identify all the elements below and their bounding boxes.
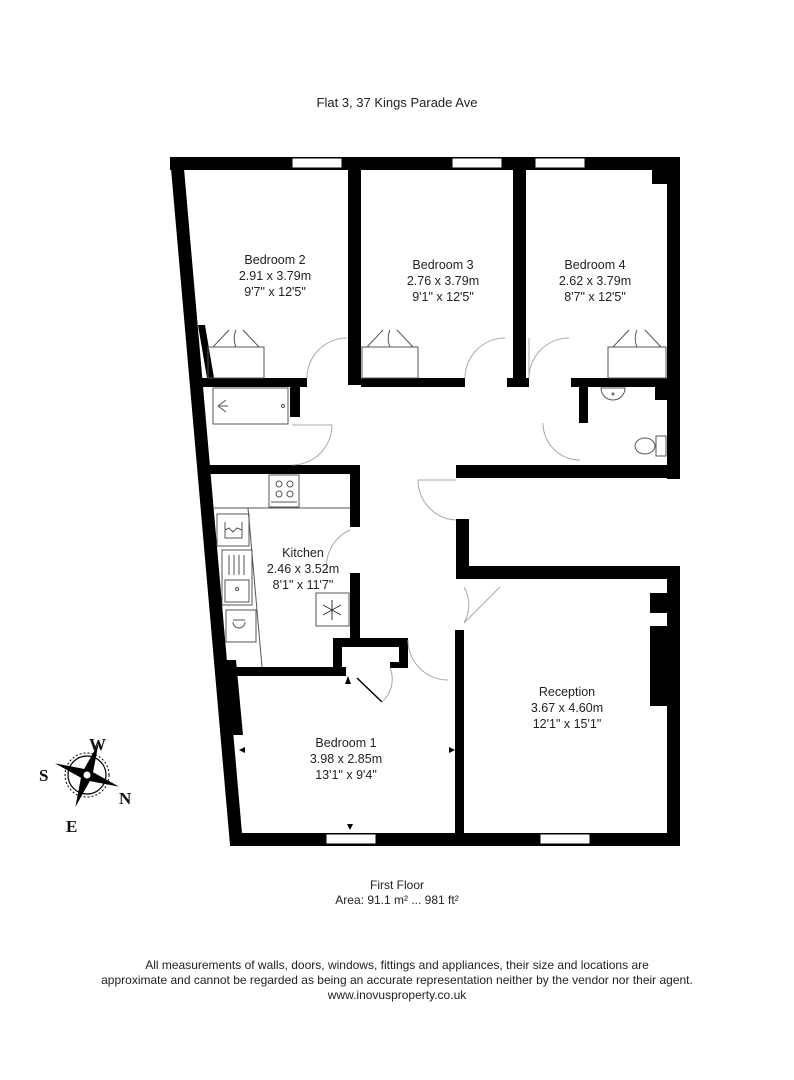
- room-name: Kitchen: [282, 546, 324, 560]
- room-name: Bedroom 3: [412, 258, 474, 272]
- room-kitchen: Kitchen 2.46 x 3.52m 8'1" x 11'7": [243, 545, 363, 593]
- room-imperial: 9'1" x 12'5": [412, 290, 474, 304]
- room-bedroom-2: Bedroom 2 2.91 x 3.79m 9'7" x 12'5": [215, 252, 335, 300]
- windows: [291, 157, 591, 845]
- compass-north: N: [119, 789, 132, 808]
- disclaimer-line-1: All measurements of walls, doors, window…: [145, 958, 649, 972]
- room-imperial: 8'7" x 12'5": [564, 290, 626, 304]
- room-name: Bedroom 1: [315, 736, 377, 750]
- door-swings: [291, 337, 581, 681]
- compass-east: E: [66, 817, 78, 836]
- room-metric: 2.76 x 3.79m: [406, 274, 480, 288]
- room-metric: 2.46 x 3.52m: [266, 562, 340, 576]
- room-metric: 2.91 x 3.79m: [238, 269, 312, 283]
- room-metric: 3.67 x 4.60m: [530, 701, 604, 715]
- floor-area: Area: 91.1 m² ... 981 ft²: [335, 893, 459, 907]
- room-imperial: 9'7" x 12'5": [244, 285, 306, 299]
- room-metric: 3.98 x 2.85m: [309, 752, 383, 766]
- compass-south: S: [39, 766, 49, 785]
- fixtures: [207, 329, 667, 668]
- disclaimer: All measurements of walls, doors, window…: [0, 958, 794, 1003]
- floor-info: First Floor Area: 91.1 m² ... 981 ft²: [0, 878, 794, 908]
- disclaimer-line-2: approximate and cannot be regarded as be…: [101, 973, 693, 987]
- room-metric: 2.62 x 3.79m: [558, 274, 632, 288]
- compass-west: W: [89, 735, 106, 754]
- website-link[interactable]: www.inovusproperty.co.uk: [327, 988, 467, 1002]
- floor-name: First Floor: [370, 878, 424, 892]
- room-bedroom-3: Bedroom 3 2.76 x 3.79m 9'1" x 12'5": [383, 257, 503, 305]
- dimension-markers: [239, 676, 455, 830]
- room-bedroom-4: Bedroom 4 2.62 x 3.79m 8'7" x 12'5": [535, 257, 655, 305]
- walls: [170, 157, 680, 846]
- plan-title: Flat 3, 37 Kings Parade Ave: [316, 95, 478, 110]
- room-imperial: 12'1" x 15'1": [532, 717, 602, 731]
- room-name: Bedroom 4: [564, 258, 626, 272]
- room-imperial: 13'1" x 9'4": [315, 768, 377, 782]
- room-reception: Reception 3.67 x 4.60m 12'1" x 15'1": [507, 684, 627, 732]
- room-bedroom-1: Bedroom 1 3.98 x 2.85m 13'1" x 9'4": [286, 735, 406, 783]
- compass-icon: [55, 743, 119, 807]
- room-name: Reception: [538, 685, 596, 699]
- room-name: Bedroom 2: [244, 253, 306, 267]
- cupboard-door: [356, 677, 383, 703]
- room-imperial: 8'1" x 11'7": [272, 578, 334, 592]
- cupboard-door-swing: [381, 667, 393, 703]
